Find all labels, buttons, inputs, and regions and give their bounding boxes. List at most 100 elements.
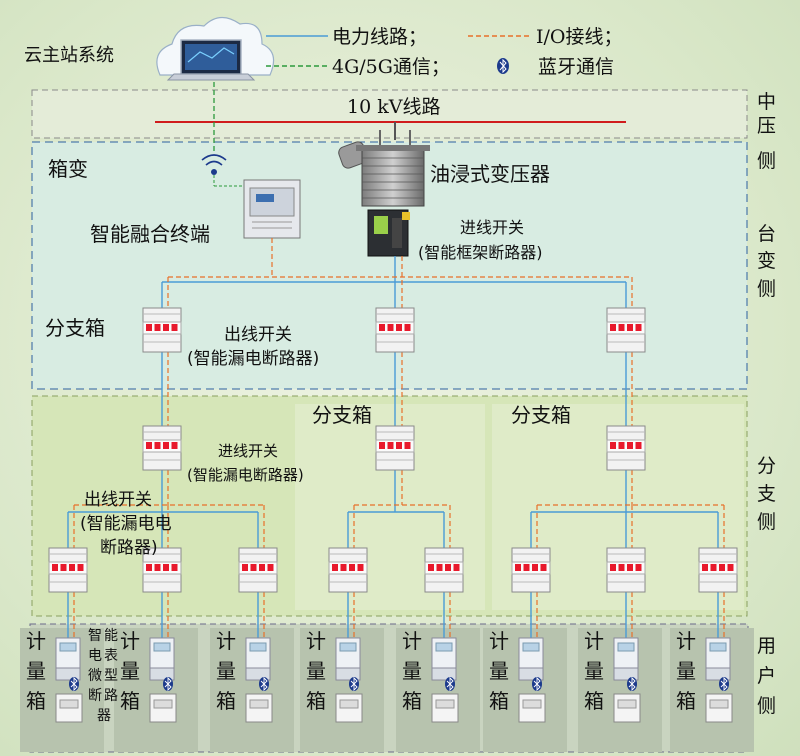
meter-box-label-char: 量 [120, 659, 140, 683]
breaker-branch-out-3 [238, 547, 278, 593]
meter-annotation-char: 微 [88, 668, 102, 684]
zone-label-tx-3: 侧 [757, 278, 776, 300]
meter-box-label-char: 箱 [402, 689, 422, 713]
meter-box-label-char: 计 [216, 629, 236, 653]
meter-annotation-char: 表 [104, 648, 118, 664]
incoming-switch-label-1: 进线开关 [460, 218, 524, 237]
fusion-terminal-label: 智能融合终端 [90, 222, 210, 246]
meter-box-label-char: 量 [216, 659, 236, 683]
breaker-branch-out-2 [142, 547, 182, 593]
zone-labels: 中 压 侧 台 变 侧 分 支 侧 用 户 侧 [757, 91, 776, 717]
breaker-branch-in-2 [375, 425, 415, 471]
outgoing-switch-label-2: (智能漏电断路器) [187, 349, 319, 369]
zone-label-tx-1: 台 [757, 223, 776, 245]
breaker-outgoing-1 [142, 307, 182, 353]
frame-breaker-icon [367, 209, 410, 257]
oil-transformer-icon [338, 122, 430, 207]
branch-outgoing-label-1: 出线开关 [84, 490, 152, 510]
legend-power-label: 电力线路； [332, 26, 427, 48]
wifi-icon [201, 154, 244, 187]
breaker-outgoing-3 [606, 307, 646, 353]
cloud-laptop-icon [156, 16, 275, 81]
outgoing-switch-label-1: 出线开关 [224, 325, 292, 345]
meter-box-5: 计量箱 [402, 629, 459, 723]
breaker-branch-in-3 [606, 425, 646, 471]
meter-box-label-char: 计 [26, 629, 46, 653]
breaker-branch-out-1 [48, 547, 88, 593]
box-transformer-label: 箱变 [48, 157, 88, 181]
meter-box-label-char: 量 [584, 659, 604, 683]
legend-io-label: I/O接线； [536, 26, 622, 48]
breaker-branch-out-5 [424, 547, 464, 593]
meter-box-label-char: 箱 [120, 689, 140, 713]
meter-annotation-char: 路 [104, 688, 118, 704]
bluetooth-icon [719, 676, 729, 692]
meter-annotation-char: 能 [104, 628, 118, 644]
zone-label-tx-2: 变 [757, 250, 776, 272]
meter-box-label-char: 计 [120, 629, 140, 653]
zone-label-mv-2: 压 [757, 115, 776, 137]
zone-label-mv-1: 中 [757, 91, 776, 113]
meter-annotation-char: 器 [97, 708, 111, 724]
legend-bluetooth-label: 蓝牙通信 [538, 56, 614, 78]
bluetooth-icon [69, 676, 79, 692]
meter-box-label-char: 量 [489, 659, 509, 683]
meter-box-label-char: 计 [676, 629, 696, 653]
meter-box-label-char: 箱 [676, 689, 696, 713]
fusion-terminal-icon [243, 179, 301, 239]
cloud-label: 云主站系统 [24, 45, 114, 66]
branch-outgoing-label-3: 断路器) [100, 538, 158, 558]
incoming-switch-label-2: (智能框架断路器) [418, 243, 543, 262]
bluetooth-icon [497, 58, 509, 74]
meter-box-label-char: 箱 [584, 689, 604, 713]
zone-label-us-2: 户 [757, 665, 776, 687]
hv-line-label: 10 kV线路 [347, 96, 440, 118]
branch-box-label-1: 分支箱 [45, 316, 105, 340]
meter-box-label-char: 计 [489, 629, 509, 653]
zone-label-br-2: 支 [757, 483, 776, 505]
meter-annotation-char: 智 [88, 628, 102, 644]
zone-label-br-1: 分 [757, 455, 776, 477]
zone-label-br-3: 侧 [757, 511, 776, 533]
bluetooth-icon [627, 676, 637, 692]
oil-transformer-label: 油浸式变压器 [430, 162, 550, 186]
meter-annotation-char: 断 [88, 688, 102, 704]
meter-annotation-char: 电 [88, 648, 102, 664]
meter-box-label-char: 箱 [489, 689, 509, 713]
bluetooth-icon [163, 676, 173, 692]
zone-label-us-1: 用 [757, 635, 776, 657]
meter-box-label-char: 量 [676, 659, 696, 683]
bluetooth-icon [349, 676, 359, 692]
medium-voltage-zone [31, 89, 748, 139]
meter-box-2: 计量箱 [120, 629, 177, 723]
branch-box-label-2: 分支箱 [312, 403, 372, 427]
bluetooth-icon [445, 676, 455, 692]
legend-comm-label: 4G/5G通信； [332, 56, 450, 78]
meter-box-label-char: 箱 [216, 689, 236, 713]
breakers [48, 307, 738, 593]
branch-incoming-label-1: 进线开关 [218, 442, 278, 460]
meter-box-4: 计量箱 [306, 629, 363, 723]
breaker-outgoing-2 [375, 307, 415, 353]
breaker-branch-out-4 [328, 547, 368, 593]
wiring [67, 238, 725, 640]
breaker-branch-out-8 [698, 547, 738, 593]
meter-box-label-char: 箱 [306, 689, 326, 713]
meter-box-3: 计量箱 [216, 629, 273, 723]
branch-box-label-3: 分支箱 [511, 403, 571, 427]
breaker-branch-out-7 [606, 547, 646, 593]
branch-incoming-label-2: (智能漏电断路器) [187, 466, 304, 484]
meter-box-label-char: 箱 [26, 689, 46, 713]
breaker-branch-in-1 [142, 425, 182, 471]
meter-box-label-char: 计 [584, 629, 604, 653]
branch-outgoing-label-2: (智能漏电电 [80, 514, 172, 534]
meter-box-label-char: 量 [306, 659, 326, 683]
meter-box-label-char: 计 [306, 629, 326, 653]
meter-annotation-char: 型 [104, 668, 118, 684]
meter-box-label-char: 计 [402, 629, 422, 653]
meter-box-label-char: 量 [26, 659, 46, 683]
bluetooth-icon [259, 676, 269, 692]
